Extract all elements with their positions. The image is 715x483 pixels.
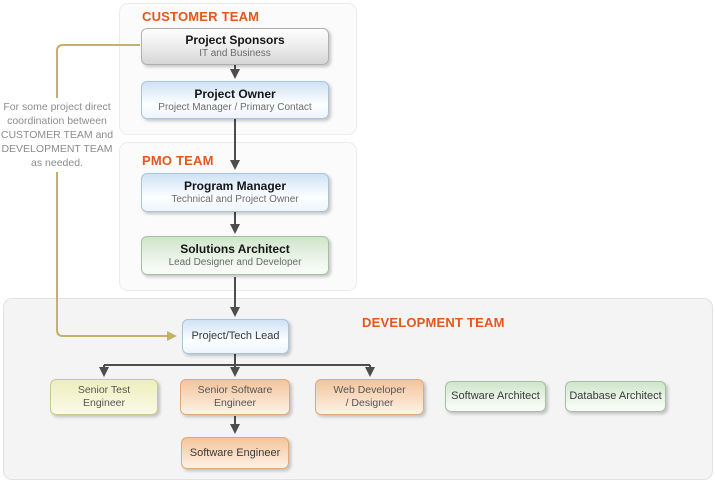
node-software-engineer: Software Engineer bbox=[181, 437, 289, 469]
node-title: Software Engineer bbox=[189, 446, 281, 459]
node-software-architect: Software Architect bbox=[445, 381, 546, 412]
node-title-line: Senior Software bbox=[197, 384, 273, 396]
node-title-line: Senior Test bbox=[77, 384, 131, 396]
node-project-sponsors: Project Sponsors IT and Business bbox=[141, 28, 329, 65]
node-subtitle: Lead Designer and Developer bbox=[168, 257, 302, 268]
node-title: Software Architect bbox=[451, 390, 540, 402]
node-title: Solutions Architect bbox=[180, 242, 290, 256]
node-web-developer-designer: Web Developer / Designer bbox=[315, 379, 424, 415]
node-title-line: Web Developer bbox=[333, 384, 406, 396]
node-solutions-architect: Solutions Architect Lead Designer and De… bbox=[141, 236, 329, 275]
coordination-note-line: DEVELOPMENT TEAM bbox=[1, 143, 113, 155]
node-title-line: Engineer bbox=[213, 397, 257, 409]
node-title: Database Architect bbox=[569, 390, 662, 402]
coordination-note-line: For some project direct bbox=[3, 101, 111, 113]
node-senior-software-engineer: Senior Software Engineer bbox=[180, 379, 290, 415]
node-project-owner: Project Owner Project Manager / Primary … bbox=[141, 81, 329, 119]
node-subtitle: Technical and Project Owner bbox=[171, 194, 299, 205]
node-project-tech-lead: Project/Tech Lead bbox=[182, 319, 289, 354]
node-database-architect: Database Architect bbox=[565, 381, 666, 412]
node-title-line: Engineer bbox=[82, 397, 126, 409]
coordination-note-line: CUSTOMER TEAM and bbox=[0, 129, 114, 141]
node-title: Project/Tech Lead bbox=[191, 330, 280, 342]
node-title: Program Manager bbox=[183, 179, 287, 193]
coordination-note: For some project direct coordination bet… bbox=[0, 98, 114, 172]
coordination-note-line: coordination between bbox=[7, 115, 107, 127]
node-title: Project Sponsors bbox=[185, 33, 285, 47]
customer-team-title: CUSTOMER TEAM bbox=[142, 9, 260, 24]
node-senior-test-engineer: Senior Test Engineer bbox=[50, 379, 158, 415]
node-title: Project Owner bbox=[194, 86, 276, 101]
development-team-title: DEVELOPMENT TEAM bbox=[362, 315, 505, 330]
node-title-line: / Designer bbox=[345, 397, 394, 409]
node-program-manager: Program Manager Technical and Project Ow… bbox=[141, 173, 329, 212]
node-subtitle: IT and Business bbox=[199, 48, 271, 59]
node-subtitle: Project Manager / Primary Contact bbox=[158, 101, 312, 113]
coordination-line bbox=[56, 44, 177, 341]
coordination-note-line: as needed. bbox=[31, 157, 83, 169]
pmo-team-title: PMO TEAM bbox=[142, 153, 214, 168]
